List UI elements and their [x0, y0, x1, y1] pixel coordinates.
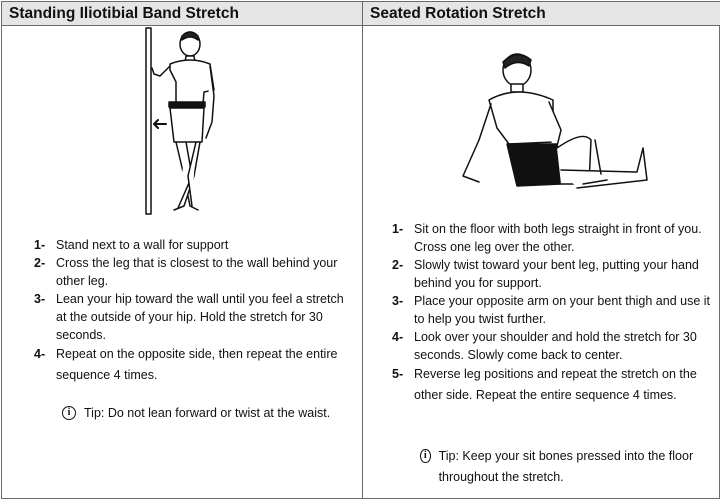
- seated-stretch-illustration: [462, 53, 648, 189]
- right-steps: 1-Sit on the floor with both legs straig…: [392, 220, 714, 406]
- left-tip-text: Tip: Do not lean forward or twist at the…: [84, 406, 331, 420]
- list-item: 2-Cross the leg that is closest to the w…: [34, 256, 338, 288]
- left-steps: 1-Stand next to a wall for support 2-Cro…: [34, 236, 354, 386]
- right-tip-text: Tip: Keep your sit bones pressed into th…: [438, 449, 694, 484]
- list-item: 4-Look over your shoulder and hold the s…: [392, 330, 697, 362]
- list-item: 2-Slowly twist toward your bent leg, put…: [392, 258, 699, 290]
- header-divider: [2, 25, 719, 26]
- list-item: 3-Lean your hip toward the wall until yo…: [34, 292, 344, 342]
- list-item: 1-Sit on the floor with both legs straig…: [392, 222, 702, 254]
- list-item: 5-Reverse leg positions and repeat the s…: [392, 367, 697, 402]
- left-tip: i Tip: Do not lean forward or twist at t…: [62, 406, 330, 420]
- info-icon: i: [62, 406, 76, 420]
- left-column-header: Standing Iliotibial Band Stretch: [2, 2, 362, 25]
- list-item: 3-Place your opposite arm on your bent t…: [392, 294, 711, 326]
- column-divider: [362, 2, 363, 498]
- right-tip: i Tip: Keep your sit bones pressed into …: [420, 446, 712, 488]
- list-item: 1-Stand next to a wall for support: [34, 238, 229, 252]
- standing-stretch-illustration: [145, 27, 215, 215]
- info-icon: i: [420, 449, 431, 463]
- list-item: 4-Repeat on the opposite side, then repe…: [34, 347, 338, 382]
- right-column-header: Seated Rotation Stretch: [363, 2, 720, 25]
